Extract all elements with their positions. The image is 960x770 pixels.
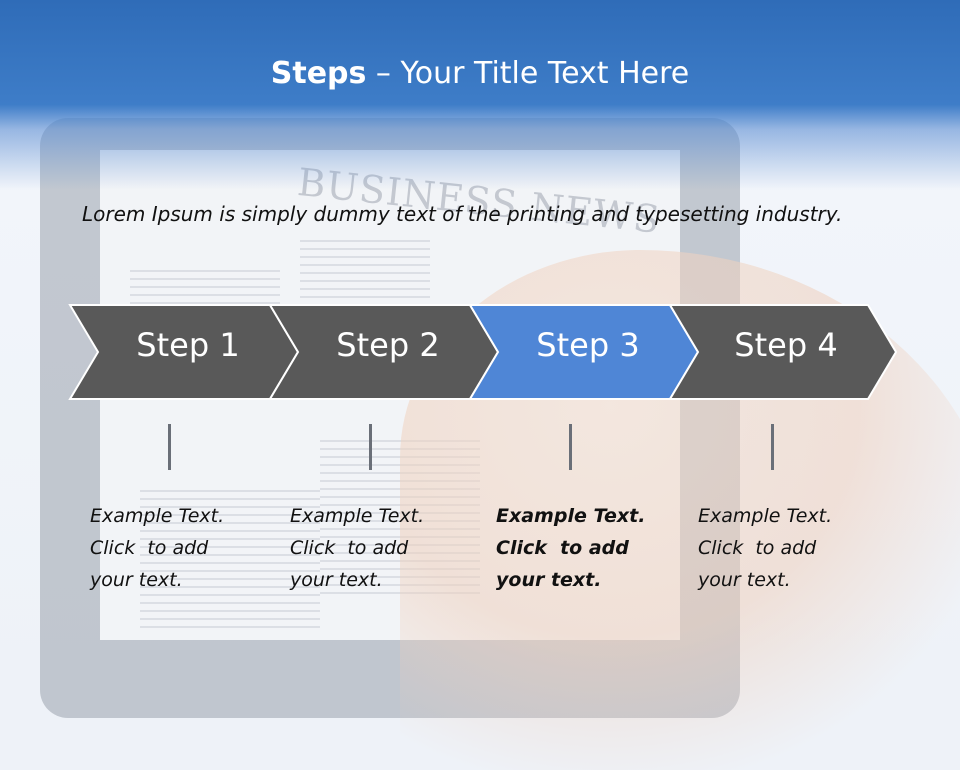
step-2-connector	[369, 424, 372, 470]
intro-text[interactable]: Lorem Ipsum is simply dummy text of the …	[82, 202, 843, 226]
example-line: your text.	[496, 569, 602, 591]
newspaper-text-lines	[130, 270, 280, 330]
step-3-label[interactable]: Step 3	[536, 326, 640, 364]
step-2-label[interactable]: Step 2	[336, 326, 440, 364]
example-line: Example Text.	[496, 505, 646, 527]
step-3-example-text[interactable]: Example Text. Click to add your text.	[496, 500, 686, 596]
example-line: Example Text.	[90, 505, 225, 527]
title-text: – Your Title Text Here	[366, 56, 690, 91]
step-1-example-text[interactable]: Example Text. Click to add your text.	[90, 500, 280, 596]
example-line: Example Text.	[290, 505, 425, 527]
example-line: Click to add	[698, 537, 817, 559]
example-line: Click to add	[90, 537, 209, 559]
example-line: Click to add	[496, 537, 629, 559]
step-2-example-text[interactable]: Example Text. Click to add your text.	[290, 500, 480, 596]
step-1-connector	[168, 424, 171, 470]
example-line: your text.	[698, 569, 791, 591]
title-bold: Steps	[270, 56, 367, 91]
example-line: Example Text.	[698, 505, 833, 527]
step-3-connector	[569, 424, 572, 470]
example-line: Click to add	[290, 537, 409, 559]
title-bar	[0, 0, 960, 190]
example-line: your text.	[290, 569, 383, 591]
newspaper-text-lines	[140, 490, 320, 630]
example-line: your text.	[90, 569, 183, 591]
step-1-label[interactable]: Step 1	[136, 326, 240, 364]
step-4-connector	[771, 424, 774, 470]
slide-title[interactable]: Steps – Your Title Text Here	[0, 56, 960, 91]
step-4-example-text[interactable]: Example Text. Click to add your text.	[698, 500, 888, 596]
step-4-label[interactable]: Step 4	[734, 326, 838, 364]
newspaper-text-lines	[300, 240, 430, 300]
